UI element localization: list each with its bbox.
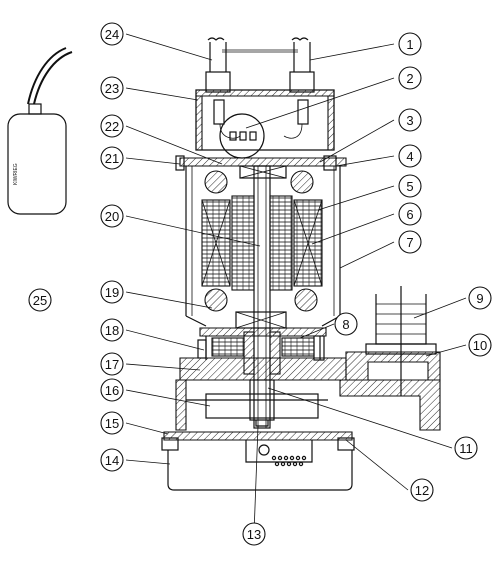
svg-text:23: 23 <box>105 81 119 96</box>
capacitor <box>219 113 265 159</box>
callout-13: 13 <box>242 522 266 546</box>
svg-text:15: 15 <box>105 416 119 431</box>
callout-25: 25 <box>28 288 52 312</box>
strainer-holes <box>271 455 307 467</box>
svg-text:25: 25 <box>33 293 47 308</box>
callout-5: 5 <box>398 174 422 198</box>
callout-14: 14 <box>100 448 124 472</box>
callout-8: 8 <box>334 312 358 336</box>
top-cover <box>195 89 335 151</box>
svg-text:17: 17 <box>105 357 119 372</box>
lower-bearing <box>204 288 318 329</box>
svg-text:7: 7 <box>406 235 413 250</box>
callout-6: 6 <box>398 202 422 226</box>
svg-text:14: 14 <box>105 453 119 468</box>
svg-text:20: 20 <box>105 209 119 224</box>
svg-text:21: 21 <box>105 151 119 166</box>
callout-11: 11 <box>454 436 478 460</box>
callout-23: 23 <box>100 76 124 100</box>
svg-text:5: 5 <box>406 179 413 194</box>
svg-text:24: 24 <box>105 27 119 42</box>
svg-text:2: 2 <box>406 71 413 86</box>
callout-10: 10 <box>468 333 492 357</box>
callout-17: 17 <box>100 352 124 376</box>
callout-18: 18 <box>100 318 124 342</box>
svg-text:9: 9 <box>476 291 483 306</box>
svg-text:6: 6 <box>406 207 413 222</box>
svg-text:13: 13 <box>247 527 261 542</box>
svg-text:19: 19 <box>105 285 119 300</box>
callout-24: 24 <box>100 22 124 46</box>
callout-3: 3 <box>398 108 422 132</box>
callout-4: 4 <box>398 144 422 168</box>
rotor-shaft <box>253 165 271 429</box>
callout-20: 20 <box>100 204 124 228</box>
svg-text:11: 11 <box>459 441 473 456</box>
volute <box>175 351 441 431</box>
upper-bearing <box>204 165 314 194</box>
svg-text:18: 18 <box>105 323 119 338</box>
svg-text:8: 8 <box>342 317 349 332</box>
callout-7: 7 <box>398 230 422 254</box>
cable-glands <box>205 37 315 93</box>
stator <box>201 195 323 291</box>
callout-16: 16 <box>100 378 124 402</box>
leader-lines <box>125 33 467 535</box>
svg-text:3: 3 <box>406 113 413 128</box>
base-strainer <box>161 431 355 491</box>
float-switch-label: KIWRIEG <box>13 163 19 185</box>
callout-12: 12 <box>410 478 434 502</box>
callout-9: 9 <box>468 286 492 310</box>
callout-21: 21 <box>100 146 124 170</box>
svg-text:4: 4 <box>406 149 413 164</box>
callout-19: 19 <box>100 280 124 304</box>
callout-22: 22 <box>100 114 124 138</box>
callout-1: 1 <box>398 32 422 56</box>
seal-housing <box>197 327 327 375</box>
callout-2: 2 <box>398 66 422 90</box>
impeller <box>205 379 319 427</box>
svg-text:16: 16 <box>105 383 119 398</box>
svg-text:1: 1 <box>406 37 413 52</box>
svg-text:12: 12 <box>415 483 429 498</box>
svg-text:10: 10 <box>473 338 487 353</box>
float-switch: KIWRIEG <box>7 47 73 215</box>
svg-text:22: 22 <box>105 119 119 134</box>
discharge-outlet <box>365 286 437 396</box>
callout-15: 15 <box>100 411 124 435</box>
